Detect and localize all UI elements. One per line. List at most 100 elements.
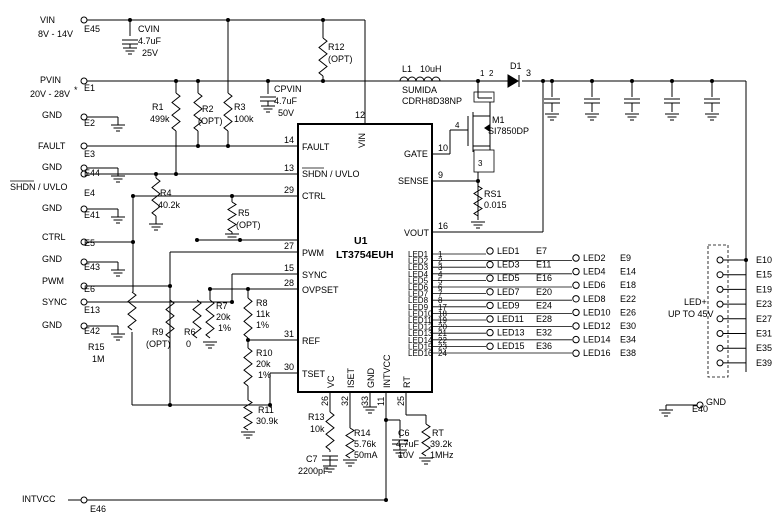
terminal-pad-1 [80, 77, 88, 85]
ic-pin-led14: LED14 [408, 336, 433, 345]
resistor-r2-icon [193, 92, 203, 132]
r6-value: 0 [186, 339, 191, 349]
r4-ref: R4 [160, 188, 172, 198]
cpvin-ref: CPVIN [274, 84, 302, 94]
ic-pin-vout: VOUT [404, 228, 430, 238]
resistor-r4-icon [151, 177, 161, 217]
junction-dot-17 [174, 172, 178, 176]
junction-dot-2 [321, 18, 325, 22]
led-pad-label-led9: LED9 [497, 300, 520, 310]
led-pad-led2 [572, 254, 580, 262]
led-pad-label-led15: LED15 [497, 341, 525, 351]
resistors [127, 37, 483, 459]
shdn-label: SHDN / UVLO [10, 182, 68, 192]
ic-pinnum-24: 24 [438, 349, 447, 358]
pad-e45: E45 [84, 24, 100, 34]
led-pad-id-e26: E26 [620, 307, 636, 317]
gnd-out-label: GND [706, 397, 727, 407]
ic-pinnum-8: 8 [438, 296, 443, 305]
r7-ref: R7 [216, 301, 228, 311]
ctrl-label: CTRL [42, 232, 66, 242]
ic-pinnum-10: 10 [438, 143, 448, 153]
junction-dot-10 [590, 79, 594, 83]
ic-pin-led8: LED8 [408, 296, 429, 305]
gnd-label-4: GND [42, 254, 63, 264]
pad-e4: E4 [84, 188, 95, 198]
r13-value: 10k [310, 424, 325, 434]
junction-dot-26 [168, 403, 172, 407]
resistor-r12-icon [318, 37, 328, 77]
ic-pin-led6: LED6 [408, 283, 429, 292]
ic-pinnum-2: 2 [438, 257, 443, 266]
junction-dot-6 [321, 79, 325, 83]
junction-dot-13 [710, 79, 714, 83]
ledplus-pad-e23 [716, 300, 724, 308]
m1-part: SI7850DP [488, 126, 529, 136]
led-pad-id-e32: E32 [536, 328, 552, 338]
ic-pinnum-29: 29 [284, 185, 294, 195]
ledplus-id-e10: E10 [756, 255, 772, 265]
led-pad-led9 [486, 301, 494, 310]
ic-pin-led12: LED12 [408, 323, 433, 332]
terminal-pad-9 [80, 282, 88, 290]
ic-pinnum-14: 14 [284, 135, 294, 145]
rt-ref: RT [432, 428, 444, 438]
led-pad-led1 [486, 247, 494, 255]
pad-e40: E40 [692, 404, 708, 414]
junction-dots [128, 18, 748, 502]
ic-pin-led11: LED11 [408, 316, 432, 325]
ic-pin-led9: LED9 [408, 303, 429, 312]
junction-dot-18 [131, 194, 135, 198]
vin-label: VIN [40, 15, 55, 25]
ledplus-pad-e15 [716, 271, 724, 279]
r8-tolerance: 1% [256, 320, 269, 330]
r2-value: (OPT) [198, 116, 223, 126]
m1-ref: M1 [492, 115, 505, 125]
ic-pinnum-31: 31 [284, 329, 294, 339]
node-3-label: 3 [526, 68, 531, 78]
resistor-rs1-icon [473, 185, 483, 217]
led-pad-id-e20: E20 [536, 287, 552, 297]
pad-e46: E46 [90, 504, 106, 514]
r12-ref: R12 [328, 42, 345, 52]
junction-dot-30 [384, 498, 388, 502]
ic-pinnum-9: 9 [438, 170, 443, 180]
grounds [84, 44, 719, 473]
ledplus-pad-e19 [716, 285, 724, 293]
led-pad-label-led11: LED11 [497, 314, 524, 324]
led-pad-label-led2: LED2 [583, 253, 606, 263]
ic-pin-iset: ISET [346, 367, 356, 388]
l1-part: CDRH8D38NP [402, 96, 462, 106]
ic-pin-fault: FAULT [302, 142, 330, 152]
junction-dot-12 [670, 79, 674, 83]
terminal-pad-8 [80, 258, 88, 266]
ledplus-pad-e31 [716, 330, 724, 337]
led-pad-label-led13: LED13 [497, 328, 525, 338]
led-pad-led5 [486, 274, 494, 282]
terminal-pad-5 [80, 170, 88, 178]
led-pad-id-e34: E34 [620, 335, 636, 345]
led-pad-id-e22: E22 [620, 294, 636, 304]
pad-e5: E5 [84, 238, 95, 248]
terminal-pad-2 [80, 113, 88, 121]
ic-pinnum-21: 21 [438, 329, 447, 338]
resistor-r14-icon [345, 427, 355, 459]
led-pad-label-led10: LED10 [583, 307, 611, 317]
led-pad-label-led5: LED5 [497, 273, 520, 283]
r5-value: (OPT) [236, 220, 261, 230]
led-pad-led11 [486, 315, 494, 323]
r15-ref: R15 [88, 342, 105, 352]
rs1-value: 0.015 [484, 200, 507, 210]
ic-pin-sync: SYNC [302, 270, 328, 280]
ic-pin-intvcc: INTVCC [382, 354, 392, 388]
r1-ref: R1 [152, 102, 164, 112]
terminal-pads [80, 16, 704, 504]
ic-pin-ovpset: OVPSET [302, 285, 339, 295]
r1-value: 499k [150, 114, 170, 124]
ic-body [297, 123, 433, 393]
ledplus-pad-e35 [716, 344, 724, 352]
led-pad-led15 [486, 342, 494, 350]
labels: VIN 8V - 14V E45 PVIN 20V - 28V * E1 GND… [10, 15, 727, 514]
led-pad-led16 [572, 349, 580, 357]
led-pad-id-e16: E16 [536, 273, 552, 283]
